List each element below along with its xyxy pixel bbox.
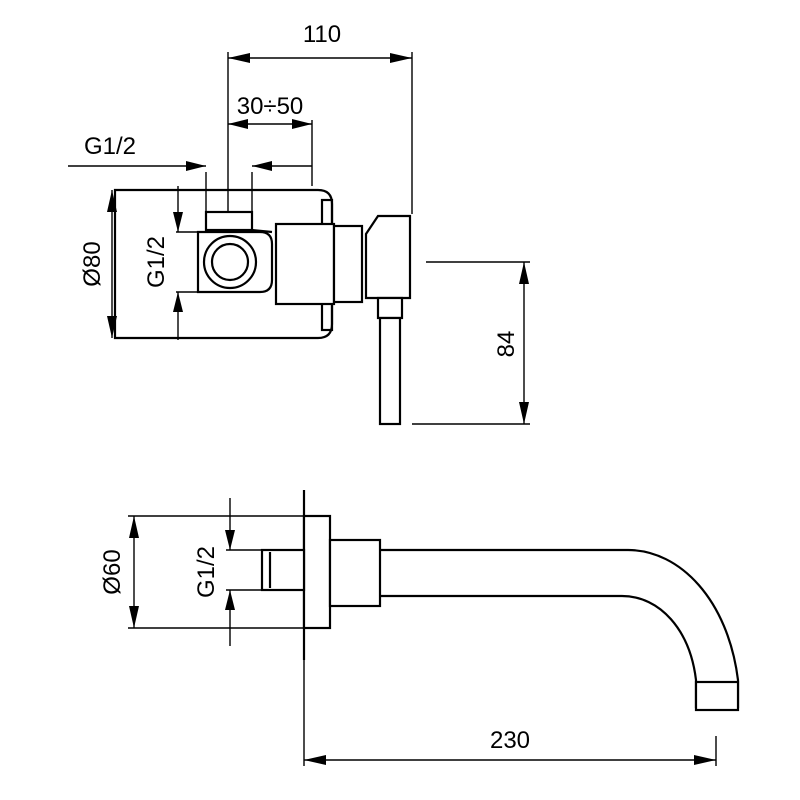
dimension-g12-horizontal: G1/2 (68, 133, 312, 212)
dim-label-110: 110 (303, 21, 341, 48)
dim-label-84: 84 (493, 331, 520, 358)
mixer-top-view: 110 30÷50 G1/2 G1/2 (68, 21, 530, 426)
dim-label-g12-spout: G1/2 (193, 546, 220, 598)
extension-sleeve (332, 224, 364, 304)
fitting-edge (251, 228, 273, 234)
dim-label-g12-vertical: G1/2 (143, 236, 170, 288)
spout-connector (260, 548, 306, 592)
inlet-port-inner (210, 242, 250, 282)
spout-pipe-inner (380, 594, 698, 708)
cartridge-collar (274, 222, 336, 306)
handle-body (364, 214, 412, 300)
dim-label-d60: Ø60 (99, 549, 126, 594)
dimension-g12-spout: G1/2 (193, 498, 262, 646)
spout-collar (328, 538, 382, 608)
dim-label-30-50: 30÷50 (237, 93, 304, 120)
inlet-fitting-top (204, 210, 254, 232)
dim-label-230: 230 (490, 727, 530, 754)
dim-label-d80: Ø80 (79, 241, 106, 286)
dimension-230: 230 (303, 660, 717, 766)
handle-lever-stem (378, 316, 402, 426)
dimension-d60: Ø60 (99, 515, 304, 629)
spout-side-view: Ø60 G1/2 230 (99, 490, 740, 766)
dimension-110: 110 (227, 21, 413, 214)
handle-lever (376, 296, 404, 320)
dim-label-g12-top: G1/2 (84, 133, 136, 160)
dimension-g12-vertical: G1/2 (143, 186, 206, 340)
spout-pipe (380, 548, 740, 708)
spout-flange (302, 514, 332, 630)
dimension-30-50: 30÷50 (228, 93, 313, 186)
dimension-d80: Ø80 (79, 190, 117, 338)
dimension-84: 84 (412, 261, 530, 425)
spout-aerator (694, 680, 740, 712)
